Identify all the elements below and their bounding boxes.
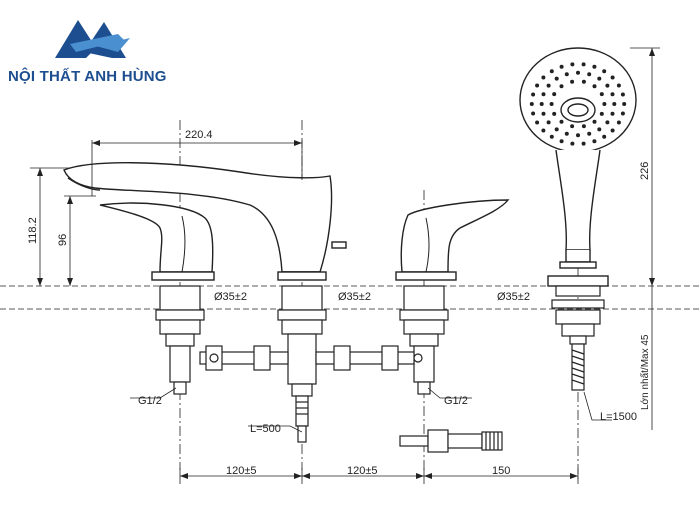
nozzle-dot [592,119,597,124]
nozzle-dot [564,131,569,136]
dim-thread-left: G1/2 [138,395,162,407]
nozzle-dot [559,119,564,124]
nozzle-dot [570,124,575,129]
nozzle-dot [549,69,554,74]
nozzle-dot [559,84,564,89]
nozzle-dot [622,102,627,106]
nozzle-dot [592,64,597,69]
nozzle-dot [587,131,592,136]
right-handle [395,199,510,281]
nozzle-dot [610,75,615,80]
brand-name: NỘI THẤT ANH HÙNG [8,68,167,85]
nozzle-dot [549,102,554,106]
dim-spout-reach: 220.4 [185,129,213,141]
nozzle-dot [610,128,615,133]
nozzle-dot [592,139,597,144]
nozzle-dot [549,134,554,139]
nozzle-dot [554,76,559,81]
nozzle-dot [592,84,597,89]
nozzle-dot [541,75,546,80]
nozzle-dot [616,120,621,125]
nozzle-dot [581,79,586,84]
dim-thread-right: G1/2 [444,395,468,407]
nozzle-dot [552,111,557,116]
nozzle-dot [541,111,546,116]
nozzle-dot [531,92,536,97]
nozzle-dot [552,92,557,97]
nozzle-dot [605,83,610,88]
nozzle-dot [581,62,586,67]
dim-handshower-height: 226 [639,162,651,180]
nozzle-dot [597,76,602,81]
dim-hole-dia-1: Ø35±2 [214,291,247,303]
nozzle-dot [535,83,540,88]
nozzle-dot [620,111,625,116]
nozzle-dot [581,141,586,146]
nozzle-dot [620,92,625,97]
nozzle-dot [570,141,575,146]
dim-hole-dia-3: Ø35±2 [497,291,530,303]
nozzle-dot [539,102,544,106]
dim-height-total: 118.2 [27,217,39,244]
dim-hole-dia-2: Ø35±2 [338,291,371,303]
nozzle-dot [616,83,621,88]
nozzle-dot [576,133,580,138]
nozzle-dot [570,79,575,84]
brand-logo-mark [55,20,130,58]
nozzle-dot [546,83,551,88]
nozzle-dot [599,111,604,116]
dim-deck-thickness: Lớn nhất/Max 45 [639,334,651,410]
nozzle-dot [610,92,615,97]
nozzle-dot [541,128,546,133]
nozzle-dot [605,120,610,125]
nozzle-dot [599,92,604,97]
hand-shower [519,47,637,287]
nozzle-dot [602,69,607,74]
nozzle-dot [587,72,592,77]
nozzle-dot [612,102,617,106]
nozzle-dot [564,72,569,77]
dim-hose-right: L=1500 [600,411,637,423]
nozzle-dot [529,102,534,106]
under-deck-plumbing [155,285,605,453]
nozzle-dot [602,102,607,106]
nozzle-dot [570,62,575,67]
nozzle-dot [597,127,602,132]
dim-spacing-3: 150 [492,465,510,477]
nozzle-dot [535,120,540,125]
spout-body [63,162,347,281]
nozzle-dot [554,127,559,132]
dim-spacing-2: 120±5 [347,465,378,477]
nozzle-dot [541,92,546,97]
nozzle-dot [546,120,551,125]
dim-height-spout: 96 [57,234,69,246]
nozzle-dot [559,64,564,69]
nozzle-dot [581,124,586,129]
dimension-arrows [37,48,655,479]
nozzle-dot [531,111,536,116]
left-handle [99,202,215,281]
dim-hose-center: L=500 [250,423,281,435]
dim-spacing-1: 120±5 [226,465,257,477]
dimension-lines [30,47,660,484]
nozzle-dot [610,111,615,116]
nozzle-dot [576,70,580,75]
shower-nozzles [529,62,627,146]
nozzle-dot [602,134,607,139]
nozzle-dot [559,139,564,144]
